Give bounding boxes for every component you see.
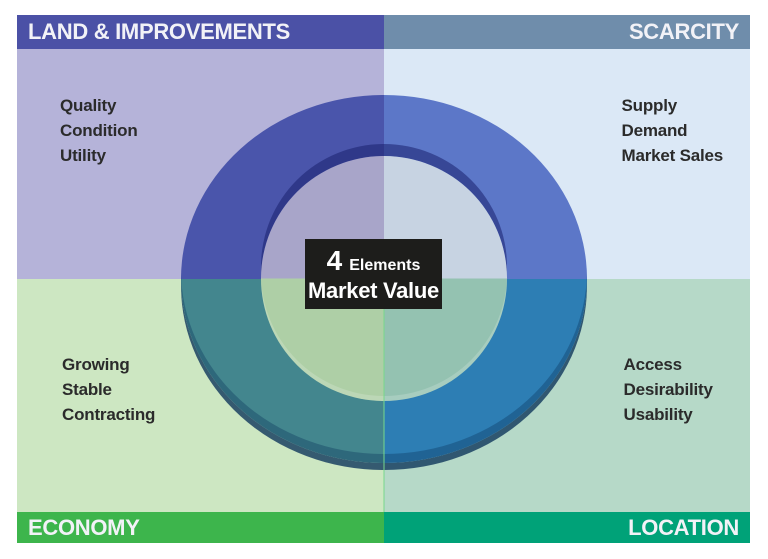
center-badge-line1: 4 Elements (326, 244, 421, 276)
header-land-improvements: LAND & IMPROVEMENTS (17, 15, 384, 49)
footer-economy: ECONOMY (17, 512, 384, 543)
quadrant-item: Utility (60, 146, 106, 165)
quadrant-item: Stable (62, 380, 112, 399)
center-market-value-badge: 4 Elements Market Value (305, 239, 442, 309)
diagram-canvas: LAND & IMPROVEMENTS Quality Condition Ut… (17, 15, 750, 543)
quadrant-item: Quality (60, 96, 117, 115)
quadrant-item: Market Sales (621, 146, 724, 165)
quadrant-item: Growing (62, 355, 130, 374)
footer-location-label: LOCATION (628, 514, 739, 540)
quadrant-item: Access (623, 355, 683, 374)
center-badge-elements-label: Elements (349, 256, 421, 274)
center-badge-number: 4 (326, 244, 343, 276)
footer-economy-label: ECONOMY (28, 514, 140, 540)
items-land-improvements: Quality Condition Utility (60, 93, 138, 168)
quadrant-item: Desirability (623, 380, 713, 399)
quadrant-item: Contracting (62, 405, 156, 424)
header-land-improvements-label: LAND & IMPROVEMENTS (28, 19, 290, 44)
items-economy: Growing Stable Contracting (62, 352, 155, 427)
items-scarcity: Supply Demand Market Sales (622, 93, 724, 168)
quadrant-item: Supply (621, 96, 678, 115)
header-scarcity-label: SCARCITY (628, 19, 739, 44)
quadrant-item: Condition (60, 121, 138, 140)
header-scarcity: SCARCITY (383, 15, 750, 49)
quadrant-divider-line (382, 279, 385, 543)
quadrant-item: Usability (623, 405, 693, 424)
center-badge-title: Market Value (308, 277, 439, 303)
items-location: Access Desirability Usability (624, 352, 713, 427)
footer-location: LOCATION (383, 512, 750, 543)
quadrant-item: Demand (621, 121, 688, 140)
